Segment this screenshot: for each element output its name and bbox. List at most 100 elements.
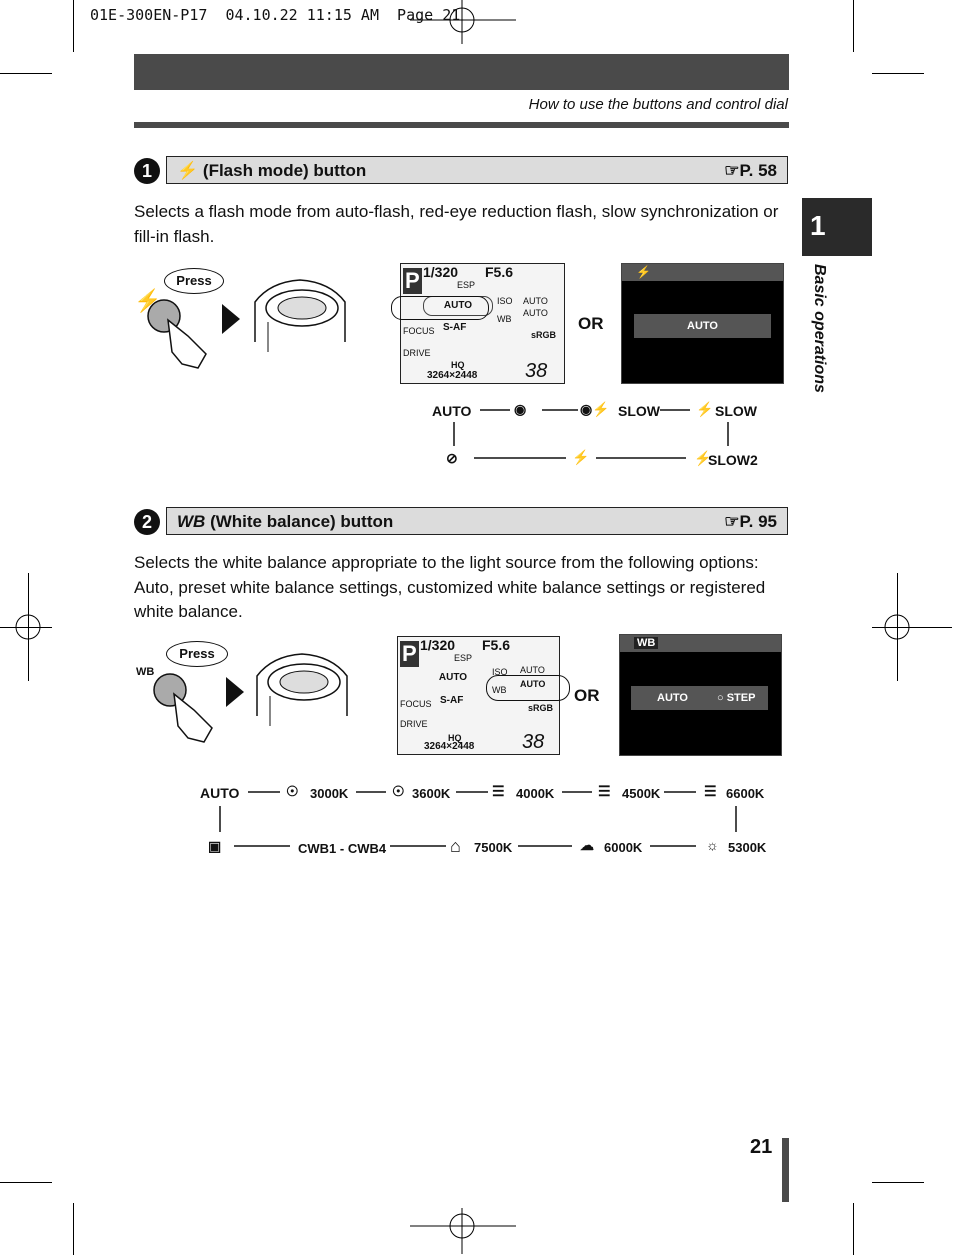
crop-mark [73,0,74,52]
lcd-aperture: F5.6 [485,264,514,280]
wb-4000k: 4000K [516,786,555,801]
press-hand-illustration [153,673,213,743]
wb-icon: WB [177,512,206,531]
screen-auto: AUTO [657,692,688,704]
section-description: Selects the white balance appropriate to… [134,553,766,621]
crop-mark [872,627,952,628]
registration-mark [410,0,516,44]
screen-header: ⚡ [622,264,783,281]
flash-mode-slow: SLOW [618,403,660,419]
page-reference: ☞P. 95 [724,512,777,531]
wb-7500k: 7500K [474,840,513,855]
fluorescent-icon: ☰ [492,783,505,799]
lcd-metering: ESP [457,280,476,290]
registration-mark [884,614,910,640]
fluorescent-icon: ☰ [704,783,717,799]
flash-icon: ⚡ [694,450,712,466]
wb-5300k: 5300K [728,840,767,855]
chapter-tab: 1 [802,198,872,256]
crop-mark [73,1203,74,1255]
lcd-focus-label: FOCUS [400,699,432,709]
section-description: Selects a flash mode from auto-flash, re… [134,202,779,246]
lcd-colorspace: sRGB [528,703,554,713]
lcd-shutter: 1/320 [423,264,459,280]
section-number: 1 [134,158,160,184]
or-label: OR [574,686,600,705]
crop-mark [0,73,52,74]
lcd-iso-label: ISO [492,667,508,677]
print-header: 01E-300EN-P17 04.10.22 11:15 AM Page 21 [90,6,461,24]
custom-wb-icon: ▣ [208,838,222,854]
monitor-screen: WB AUTO ○ STEP [619,634,782,756]
section-header: WB (White balance) button ☞P. 95 [166,507,788,535]
lcd-remaining: 38 [525,360,548,382]
flash-mode-auto: AUTO [432,403,472,419]
screen-header: WB [620,635,781,652]
lcd-quality: HQ [451,360,465,370]
lcd-wb-value: AUTO [520,679,546,689]
header-rule [134,122,789,128]
lcd-aperture: F5.6 [482,637,511,653]
tungsten-icon: ☉ [392,783,405,799]
lcd-colorspace: sRGB [531,330,557,340]
chapter-label: Basic operations [811,264,828,393]
lcd-metering: ESP [454,653,473,663]
highlight-ring [486,675,570,701]
section-title: ⚡ (Flash mode) button [177,161,367,180]
registration-mark [410,1208,516,1254]
wb-4500k: 4500K [622,786,661,801]
crop-mark [0,1182,52,1183]
chapter-number: 1 [810,210,826,241]
section-number: 2 [134,509,160,535]
lcd-iso-label: ISO [497,296,513,306]
red-eye-flash-icon: ◉⚡ [580,401,610,417]
lcd-shutter: 1/320 [420,637,456,653]
arrow-right-icon [222,304,240,334]
page-bar [782,1138,789,1202]
red-eye-icon: ◉ [514,401,527,417]
flash-mode-slow-fill: SLOW [715,403,757,419]
crop-mark [872,73,924,74]
flash-icon: ⚡ [696,401,714,417]
wb-button-label: WB [136,666,155,678]
header-bar [134,54,789,90]
flash-icon: ⚡ [177,161,199,180]
wb-6000k: 6000K [604,840,643,855]
lcd-focus-value: S-AF [440,695,464,706]
wb-3000k: 3000K [310,786,349,801]
lcd-focus-label: FOCUS [403,326,435,336]
lcd-drive-label: DRIVE [403,348,431,358]
crop-mark [872,1182,924,1183]
monitor-screen: ⚡ AUTO [621,263,784,384]
fill-flash-icon: ⚡ [572,449,590,465]
arrow-right-icon [226,677,244,707]
page-number: 21 [750,1136,773,1158]
wb-diagram-arrows [219,791,737,847]
screen-options: AUTO ○ STEP [631,686,768,710]
press-hand-illustration [147,299,207,369]
section-header: ⚡ (Flash mode) button ☞P. 58 [166,156,788,184]
screen-step: ○ STEP [717,692,756,704]
lcd-wb-label: WB [497,314,512,324]
press-bubble: Press [166,641,228,667]
crop-mark [0,627,52,628]
flash-mode-diagram-arrows [453,409,729,459]
lcd-flash-value: AUTO [438,672,468,683]
lcd-wb-label: WB [492,685,507,695]
control-panel-lcd: P 1/320 F5.6 ESP AUTO ISO AUTO WB AUTO F… [391,263,565,384]
lcd-wb-value: AUTO [523,308,548,318]
camera-dial-illustration [254,279,346,352]
tungsten-icon: ☉ [286,783,299,799]
lcd-iso-value: AUTO [520,665,545,675]
reference-icon: ☞ [724,161,740,180]
sun-icon: ☼ [706,837,719,853]
highlight-ring [391,296,489,320]
wb-cwb: CWB1 - CWB4 [298,841,387,856]
wb-6600k: 6600K [726,786,765,801]
lcd-mode: P [403,268,422,294]
flash-off-icon: ⊘ [446,450,458,466]
lcd-mode: P [400,641,419,667]
lcd-drive-label: DRIVE [400,719,428,729]
or-label: OR [578,314,604,333]
lcd-quality: HQ [448,733,462,743]
